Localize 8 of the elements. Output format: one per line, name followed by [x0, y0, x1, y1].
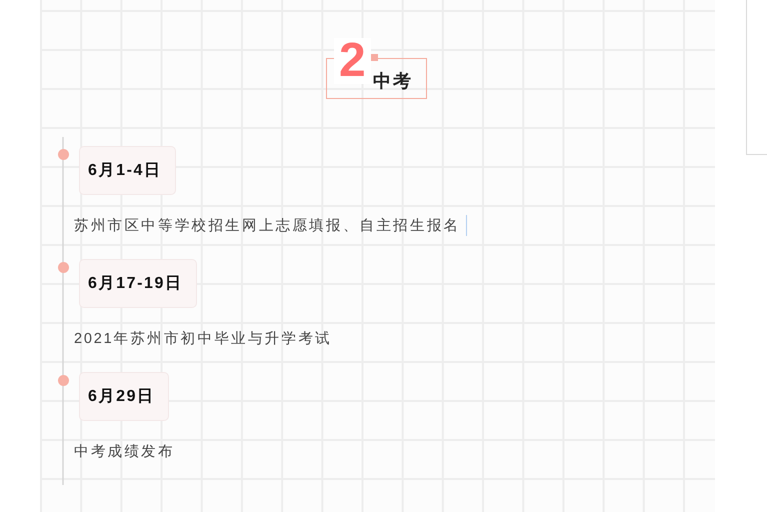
section-number: 2: [334, 38, 371, 84]
date-label: 6月17-19日: [88, 274, 183, 294]
event-description: 苏州市区中等学校招生网上志愿填报、自主招生报名: [74, 216, 460, 236]
section-title: 中考: [373, 71, 413, 91]
event-description: 2021年苏州市初中毕业与升学考试: [74, 330, 332, 349]
date-label: 6月29日: [88, 386, 155, 406]
event-description: 中考成绩发布: [74, 443, 175, 462]
date-label: 6月1-4日: [88, 160, 162, 180]
